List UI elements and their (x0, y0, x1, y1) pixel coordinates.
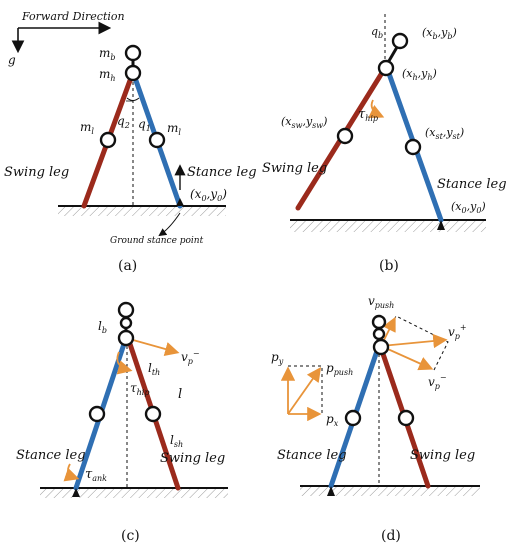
label-lth: lth (148, 361, 160, 377)
hip-joint (372, 338, 390, 356)
label-ml-right: ml (167, 121, 181, 137)
label-qb: qb (371, 25, 383, 40)
upper-body-joint (119, 316, 133, 330)
ankle-torque-arrow (63, 463, 80, 482)
label-tau-hip: τhip (130, 381, 149, 397)
label-tau-hip: τhip (358, 107, 378, 123)
push-ppush-arrow (287, 367, 322, 415)
hip-mass-joint (124, 64, 142, 82)
label-vp-plus: vp+ (448, 323, 467, 341)
stance-leg-label: Stance leg (187, 165, 257, 180)
panel-a: Forward Direction g mb mh ml ml q2 q1 Sw… (4, 10, 257, 274)
label-vp-minus: vp− (428, 373, 447, 391)
velocity-vp-minus-arrow (380, 345, 434, 371)
ground-stance-triangle (437, 220, 445, 230)
angle-arc (126, 97, 140, 101)
hip-torque-arrow (368, 99, 385, 119)
label-xhyh: (xh,yh) (402, 67, 437, 82)
ground-hatch (290, 220, 486, 232)
ground-stance-triangle (176, 198, 184, 206)
body-joint (117, 301, 135, 319)
swing-leg-mass (397, 409, 415, 427)
hip-joint (377, 59, 395, 77)
push-dashed-box (288, 365, 323, 414)
upper-body-joint (372, 327, 386, 341)
stance-leg-mass (148, 131, 166, 149)
label-mb: mb (99, 46, 116, 62)
ground-hatch (40, 488, 228, 498)
forward-direction-label: Forward Direction (21, 10, 125, 23)
label-vp-minus: vp− (181, 349, 200, 366)
body-joint (371, 314, 387, 330)
label-ppush: ppush (326, 361, 353, 377)
swing-leg-mass (144, 405, 162, 423)
ground-stance-triangle (72, 488, 80, 497)
stance-leg-mass (344, 409, 362, 427)
stance-leg-mass (404, 138, 422, 156)
label-q2: q2 (117, 114, 130, 130)
ground-stance-pointer (158, 212, 181, 237)
velocity-parallelogram (380, 315, 449, 373)
ground-stance-point-label: Ground stance point (110, 236, 204, 246)
stance-leg-label: Stance leg (277, 448, 347, 463)
hip-joint (117, 329, 135, 347)
velocity-vp-plus-arrow (380, 333, 448, 349)
label-l: l (178, 387, 182, 402)
ground-stance-triangle (327, 486, 335, 496)
swing-leg-label: Swing leg (410, 448, 475, 463)
caption-b: (b) (379, 258, 399, 274)
swing-leg-label: Swing leg (4, 165, 69, 180)
swing-leg-label: Swing leg (160, 451, 225, 466)
label-xswysw: (xsw,ysw) (281, 115, 327, 130)
ground-hatch (300, 486, 480, 496)
stance-leg-label: Stance leg (16, 448, 86, 463)
panel-d: vpush vp+ vp− py ppush px Stance leg Swi… (271, 294, 480, 544)
velocity-vp-minus-arrow (125, 337, 180, 357)
label-py: py (271, 350, 284, 366)
label-vpush: vpush (368, 294, 394, 310)
stance-leg-label: Stance leg (437, 177, 507, 192)
swing-leg-mass (336, 127, 354, 145)
label-x0y0: (x0,y0) (451, 200, 486, 215)
stance-leg-mass (88, 405, 106, 423)
label-xstyst: (xst,yst) (425, 126, 464, 141)
label-lb: lb (98, 319, 107, 335)
caption-c: (c) (121, 528, 140, 544)
label-px: px (326, 412, 339, 428)
caption-a: (a) (118, 258, 137, 274)
panel-c: lb lth vp− τhip l lsh Stance leg τank Sw… (16, 301, 228, 544)
label-tau-ank: τank (85, 467, 107, 483)
hip-torque-arrow (116, 351, 133, 375)
label-mh: mh (99, 67, 116, 83)
ground-hatch (58, 206, 226, 216)
label-x0y0: (x0,y0) (190, 187, 227, 203)
label-lsh: lsh (170, 433, 183, 449)
swing-leg-mass (99, 131, 117, 149)
swing-leg-label: Swing leg (262, 161, 327, 176)
panel-b: qb (xb,yb) (xh,yh) (xsw,ysw) (xst,yst) τ… (262, 14, 507, 274)
label-ml-left: ml (80, 120, 94, 136)
body-mass-joint (124, 44, 142, 62)
gravity-label: g (8, 53, 16, 67)
label-q1: q1 (138, 117, 151, 133)
label-xbyb: (xb,yb) (422, 26, 457, 41)
body-joint (391, 32, 409, 50)
caption-d: (d) (381, 528, 401, 544)
